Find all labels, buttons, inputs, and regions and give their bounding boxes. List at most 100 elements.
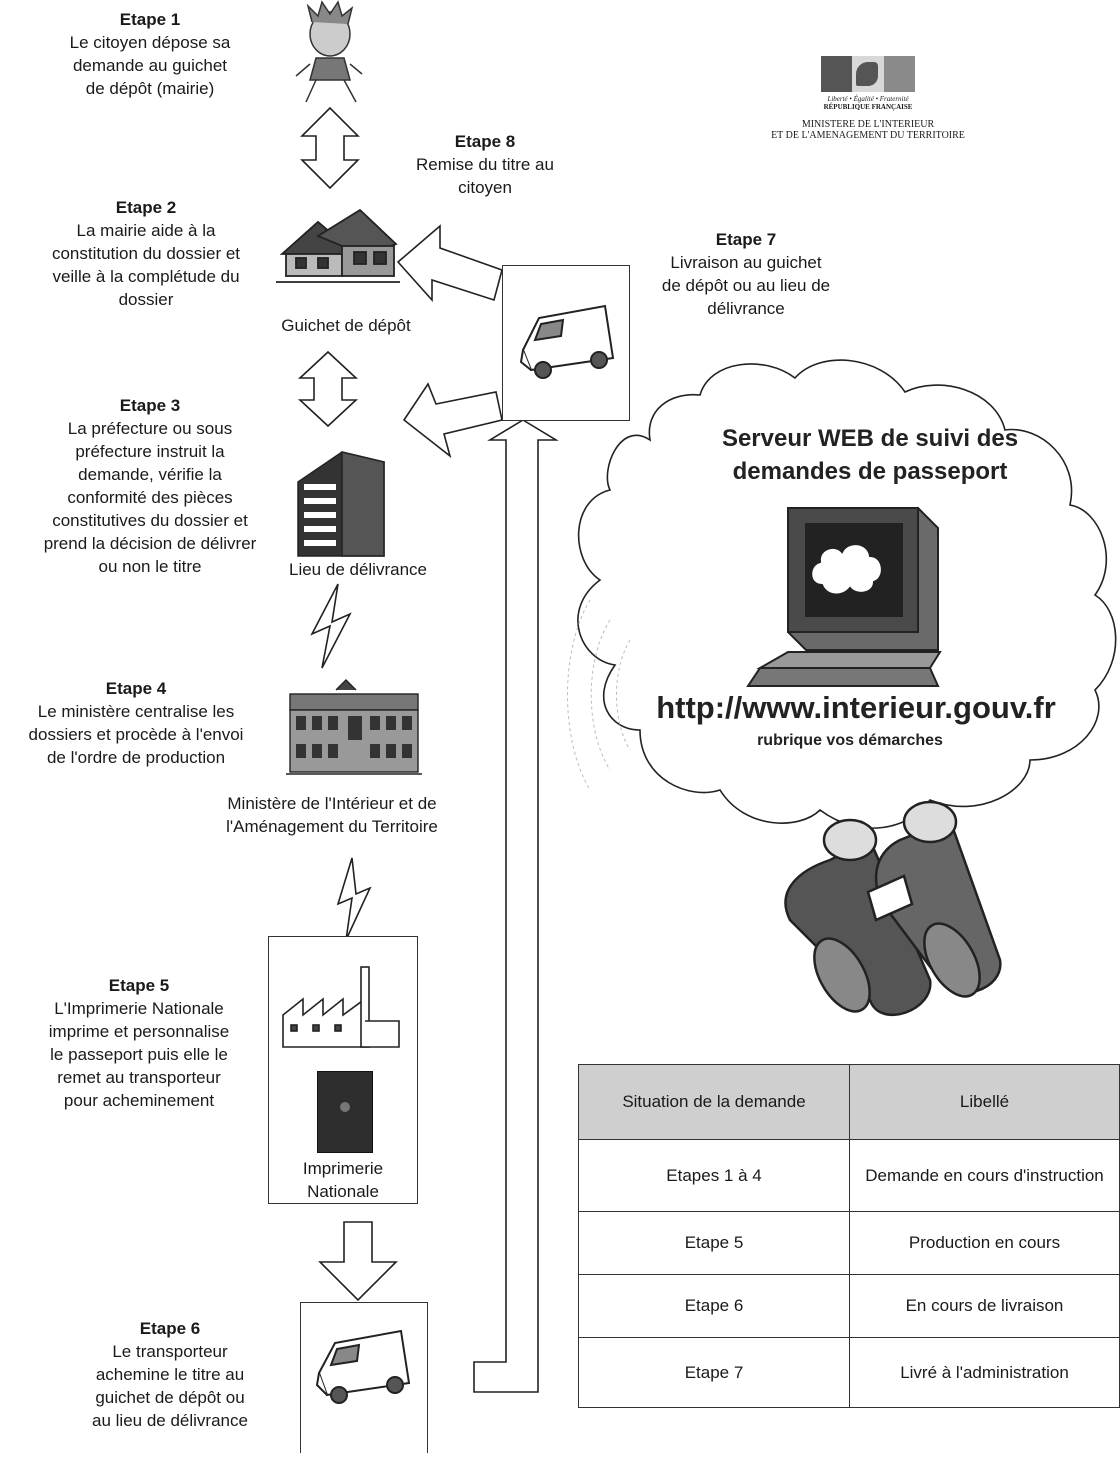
cloud-title-line: Serveur WEB de suivi des xyxy=(721,425,1019,452)
cell-situation: Etape 5 xyxy=(578,1211,850,1275)
ministry-building-icon xyxy=(286,679,422,775)
step-title: Etape 6 xyxy=(139,1319,201,1338)
passport-icon xyxy=(317,1071,373,1153)
republic-logo: Liberté • Égalité • Fraternité RÉPUBLIQU… xyxy=(748,56,988,141)
step-line: La mairie aide à la xyxy=(76,221,216,240)
caption-ministere: Ministère de l'Intérieur et de l'Aménage… xyxy=(196,792,468,838)
cell-situation: Etape 6 xyxy=(578,1274,850,1338)
cell-libelle: En cours de livraison xyxy=(849,1274,1120,1338)
step-line: constitutives du dossier et xyxy=(52,511,248,530)
cell-situation: Etapes 1 à 4 xyxy=(578,1139,850,1212)
arrow-step2-step3 xyxy=(297,350,359,428)
step-line: dossiers et procède à l'envoi xyxy=(28,725,244,744)
step-line: Livraison au guichet xyxy=(670,253,822,272)
rubric-label: rubrique vos démarches xyxy=(757,732,943,749)
arrow-step1-step2 xyxy=(300,106,360,190)
caption-line: Imprimerie xyxy=(302,1159,384,1178)
step-line: veille à la complétude du xyxy=(52,267,240,286)
computer-icon xyxy=(746,507,942,687)
cell-situation: Etape 7 xyxy=(578,1337,850,1408)
step-7-text: Etape 7 Livraison au guichet de dépôt ou… xyxy=(636,228,856,320)
table-row: Etape 5 Production en cours xyxy=(578,1211,1120,1275)
logo-republic: RÉPUBLIQUE FRANÇAISE xyxy=(823,103,913,111)
column-header-situation: Situation de la demande xyxy=(578,1064,850,1140)
step-line: L'Imprimerie Nationale xyxy=(54,999,224,1018)
step-title: Etape 1 xyxy=(119,10,181,29)
logo-ministry-line2: ET DE L'AMENAGEMENT DU TERRITOIRE xyxy=(771,130,965,141)
lightning-icon xyxy=(310,583,352,669)
arrow-to-guichet xyxy=(396,224,503,303)
step-line: de l'ordre de production xyxy=(46,748,226,767)
step-line: de dépôt (mairie) xyxy=(85,79,215,98)
cloud-title-line: demandes de passeport xyxy=(732,458,1008,485)
van-box-step6 xyxy=(300,1302,428,1453)
van-icon xyxy=(519,304,615,379)
table-row: Etape 6 En cours de livraison xyxy=(578,1274,1120,1338)
step-6-text: Etape 6 Le transporteur achemine le titr… xyxy=(60,1317,280,1432)
step-line: pour acheminement xyxy=(63,1091,215,1110)
column-header-libelle: Libellé xyxy=(849,1064,1120,1140)
citizen-icon xyxy=(295,0,363,103)
step-line: de dépôt ou au lieu de xyxy=(661,276,831,295)
step-title: Etape 7 xyxy=(715,230,777,249)
step-3-text: Etape 3 La préfecture ou sous préfecture… xyxy=(10,394,290,578)
van-icon xyxy=(315,1329,411,1404)
caption-lieu: Lieu de délivrance xyxy=(289,560,427,579)
cloud-title: Serveur WEB de suivi des demandes de pas… xyxy=(670,422,1070,488)
step-line: délivrance xyxy=(707,299,785,318)
step-line: au lieu de délivrance xyxy=(92,1411,248,1430)
van-box-step7 xyxy=(502,265,630,421)
step-line: demande, vérifie la xyxy=(78,465,222,484)
table-row: Etapes 1 à 4 Demande en cours d'instruct… xyxy=(578,1139,1120,1212)
prefecture-building-icon xyxy=(297,451,385,557)
cell-libelle: Livré à l'administration xyxy=(849,1337,1120,1408)
lightning-icon-2 xyxy=(336,857,372,941)
caption-imprimerie: Imprimerie Nationale xyxy=(269,1157,417,1203)
table-row: Etape 7 Livré à l'administration xyxy=(578,1337,1120,1408)
step-line: constitution du dossier et xyxy=(51,244,241,263)
factory-icon xyxy=(282,966,400,1048)
town-hall-icon xyxy=(276,208,400,283)
caption-guichet: Guichet de dépôt xyxy=(281,316,411,335)
step-line: Le transporteur xyxy=(112,1342,228,1361)
step-line: prend la décision de délivrer xyxy=(43,534,257,553)
step-title: Etape 3 xyxy=(119,396,181,415)
caption-line: Nationale xyxy=(307,1182,379,1201)
step-line: Remise du titre au xyxy=(416,155,554,174)
step-line: ou non le titre xyxy=(98,557,202,576)
caption-line: Ministère de l'Intérieur et de xyxy=(227,794,437,813)
step-title: Etape 4 xyxy=(105,679,167,698)
step-line: conformité des pièces xyxy=(67,488,233,507)
step-line: le passeport puis elle le xyxy=(50,1045,228,1064)
table-header-row: Situation de la demande Libellé xyxy=(578,1064,1120,1140)
cell-libelle: Demande en cours d'instruction xyxy=(849,1139,1120,1212)
step-line: préfecture instruit la xyxy=(75,442,225,461)
step-line: citoyen xyxy=(458,178,512,197)
step-2-text: Etape 2 La mairie aide à la constitution… xyxy=(14,196,278,311)
caption-line: l'Aménagement du Territoire xyxy=(226,817,438,836)
logo-motto: Liberté • Égalité • Fraternité xyxy=(827,95,909,103)
step-line: remet au transporteur xyxy=(57,1068,221,1087)
arrow-to-lieu xyxy=(402,382,503,459)
arrow-step5-step6 xyxy=(318,1221,398,1302)
step-line: Le citoyen dépose sa xyxy=(69,33,231,52)
step-1-text: Etape 1 Le citoyen dépose sa demande au … xyxy=(40,8,260,100)
arrow-return xyxy=(473,419,559,1393)
imprimerie-box: Imprimerie Nationale xyxy=(268,936,418,1204)
step-line: Le ministère centralise les xyxy=(37,702,235,721)
step-line: dossier xyxy=(118,290,174,309)
step-line: imprime et personnalise xyxy=(48,1022,230,1041)
web-url-link[interactable]: http://www.interieur.gouv.fr xyxy=(656,690,1056,725)
step-line: La préfecture ou sous xyxy=(67,419,233,438)
status-table: Situation de la demande Libellé Etapes 1… xyxy=(578,1064,1120,1408)
step-line: guichet de dépôt ou xyxy=(95,1388,245,1407)
binoculars-icon xyxy=(784,800,1002,1017)
step-line: demande au guichet xyxy=(72,56,228,75)
step-title: Etape 5 xyxy=(108,976,170,995)
step-5-text: Etape 5 L'Imprimerie Nationale imprime e… xyxy=(24,974,254,1112)
step-title: Etape 2 xyxy=(115,198,177,217)
step-4-text: Etape 4 Le ministère centralise les doss… xyxy=(4,677,268,769)
step-title: Etape 8 xyxy=(454,132,516,151)
marianne-flag xyxy=(821,56,915,92)
